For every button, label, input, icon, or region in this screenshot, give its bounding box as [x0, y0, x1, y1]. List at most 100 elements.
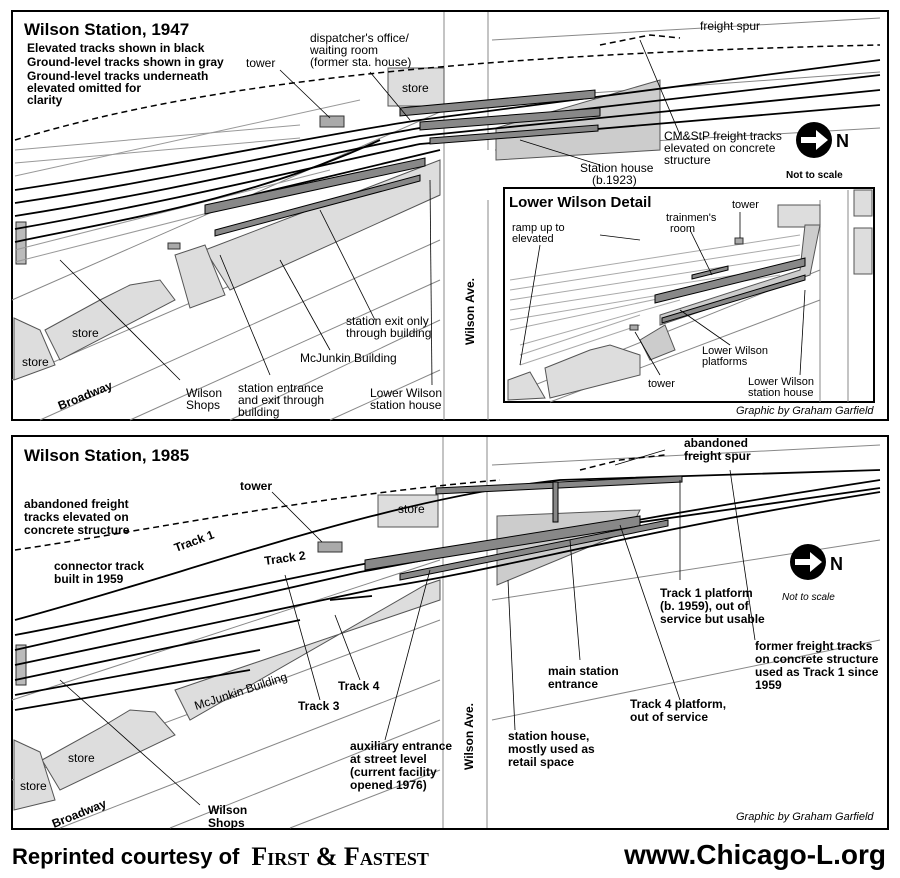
label-aux-entrance-1: auxiliary entrance — [350, 739, 452, 753]
label-former-freight-1: former freight tracks — [755, 639, 873, 653]
label-store-bottom-1947: store — [22, 355, 49, 369]
legend-line-4: elevated omitted for — [27, 81, 141, 95]
label-track2: Track 2 — [263, 548, 306, 568]
label-former-freight-2: on concrete structure — [755, 652, 879, 666]
label-abandoned-spur-2: freight spur — [684, 449, 751, 463]
north-label-1947: N — [836, 131, 849, 151]
label-station-house-1985-1: station house, — [508, 729, 589, 743]
label-tower-1947: tower — [246, 56, 275, 70]
store-top-1985 — [377, 494, 439, 528]
map-1985: Wilson Station, 1985 abandoned freight s… — [11, 435, 889, 831]
north-arrow-icon — [790, 544, 826, 580]
label-connector-1: connector track — [54, 559, 144, 573]
label-cmstp-2: elevated on concrete — [664, 141, 776, 155]
not-to-scale-1985: Not to scale — [782, 592, 835, 603]
label-station-entrance-3: building — [238, 405, 279, 419]
label-lower-wilson-house-1947-2: station house — [370, 398, 442, 412]
legend-line-1: Elevated tracks shown in black — [27, 41, 205, 55]
platforms-1985 — [364, 475, 683, 581]
detail-ramp-2: elevated — [512, 233, 554, 245]
map-1947-title: Wilson Station, 1947 — [24, 20, 189, 39]
label-abandoned-freight-2: tracks elevated on — [24, 510, 129, 524]
store-left-1985 — [41, 709, 176, 791]
label-station-exit-1: station exit only — [346, 314, 429, 328]
wilson-shops-building-1947 — [15, 221, 27, 265]
label-station-entrance-2: and exit through — [238, 393, 324, 407]
store-bottom-1947 — [13, 317, 56, 381]
legend-line-2: Ground-level tracks shown in gray — [27, 55, 224, 69]
label-cmstp-1: CM&StP freight tracks — [664, 129, 782, 143]
reprinted-text: Reprinted courtesy of — [12, 844, 240, 869]
label-track3: Track 3 — [298, 699, 340, 713]
abandoned-spur-1985 — [579, 454, 666, 471]
label-dispatcher-2: waiting room — [309, 43, 378, 57]
store-bottom-1985 — [13, 739, 56, 811]
label-freight-spur: freight spur — [700, 19, 760, 33]
detail-trainmen-1: trainmen's — [666, 212, 717, 224]
label-aux-entrance-3: (current facility — [350, 765, 437, 779]
label-station-house-1985-3: retail space — [508, 755, 574, 769]
label-aux-entrance-4: opened 1976) — [350, 778, 427, 792]
elevated-tracks-1947 — [14, 59, 881, 243]
map-1985-title: Wilson Station, 1985 — [24, 446, 189, 465]
detail-station-house-2: station house — [748, 387, 813, 399]
website-link[interactable]: www.Chicago-L.org — [624, 839, 886, 870]
label-store-top-1947: store — [402, 81, 429, 95]
ground-tracks-1947 — [14, 99, 361, 263]
label-track4-platform-2: out of service — [630, 710, 708, 724]
label-station-house-1947-2: (b.1923) — [592, 173, 637, 187]
lower-wilson-detail-inset: Lower Wilson Detail ramp up to elevated … — [503, 187, 875, 403]
label-former-freight-3: used as Track 1 since — [755, 665, 879, 679]
label-dispatcher-3: (former sta. house) — [310, 55, 411, 69]
label-wilson-shops-1985-1: Wilson — [208, 803, 247, 817]
detail-ramp-1: ramp up to — [512, 222, 565, 234]
detail-station-house-1: Lower Wilson — [748, 376, 814, 388]
label-store-top-1985: store — [398, 502, 425, 516]
label-store-left-1985: store — [68, 751, 95, 765]
credit-1985: Graphic by Graham Garfield — [736, 811, 874, 823]
label-lower-wilson-house-1947-1: Lower Wilson — [370, 386, 442, 400]
platforms-1947 — [204, 89, 601, 237]
credit-1947: Graphic by Graham Garfield — [736, 405, 874, 417]
detail-trainmen-2: room — [670, 223, 695, 235]
label-abandoned-spur-1: abandoned — [684, 436, 748, 450]
tower-1947 — [319, 115, 345, 128]
publication-logo: First & Fastest — [251, 842, 429, 871]
label-abandoned-freight-1: abandoned freight — [24, 497, 129, 511]
north-label-1985: N — [830, 554, 843, 574]
label-abandoned-freight-3: concrete structure — [24, 523, 130, 537]
label-former-freight-4: 1959 — [755, 678, 782, 692]
label-station-house-1947-1: Station house — [580, 161, 654, 175]
label-track1-platform-2: (b. 1959), out of — [660, 599, 750, 613]
label-wilson-ave-1985: Wilson Ave. — [462, 703, 476, 770]
label-wilson-shops-1947-1: Wilson — [186, 386, 222, 400]
legend-line-3: Ground-level tracks underneath — [27, 69, 208, 83]
legend-line-5: clarity — [27, 93, 63, 107]
map-1947: Wilson Station, 1947 Elevated tracks sho… — [11, 10, 889, 421]
label-wilson-shops-1947-2: Shops — [186, 398, 220, 412]
label-connector-2: built in 1959 — [54, 572, 124, 586]
detail-platforms-1: Lower Wilson — [702, 345, 768, 357]
label-station-exit-2: through building — [346, 326, 431, 340]
store-top-1947 — [387, 67, 445, 107]
not-to-scale-1947: Not to scale — [786, 170, 843, 181]
entrance-building-1947 — [174, 244, 226, 309]
label-aux-entrance-2: at street level — [350, 752, 427, 766]
label-track4: Track 4 — [338, 679, 380, 693]
detail-tower-top: tower — [732, 199, 759, 211]
label-tower-1985: tower — [240, 479, 272, 493]
buildings-1985 — [13, 494, 641, 811]
label-wilson-shops-1985-2: Shops — [208, 816, 245, 830]
mcjunkin-building-1985 — [174, 579, 441, 721]
label-store-bottom-1985: store — [20, 779, 47, 793]
label-store-left-1947: store — [72, 326, 99, 340]
footer-credit: Reprinted courtesy of First & Fastest — [12, 842, 429, 872]
tower-1985 — [317, 541, 343, 553]
detail-platforms-2: platforms — [702, 356, 748, 368]
label-track1-platform-3: service but usable — [660, 612, 765, 626]
label-dispatcher-1: dispatcher's office/ — [310, 31, 409, 45]
north-arrow-icon — [796, 122, 832, 158]
detail-title: Lower Wilson Detail — [509, 194, 651, 211]
label-station-entrance-1: station entrance — [238, 381, 324, 395]
